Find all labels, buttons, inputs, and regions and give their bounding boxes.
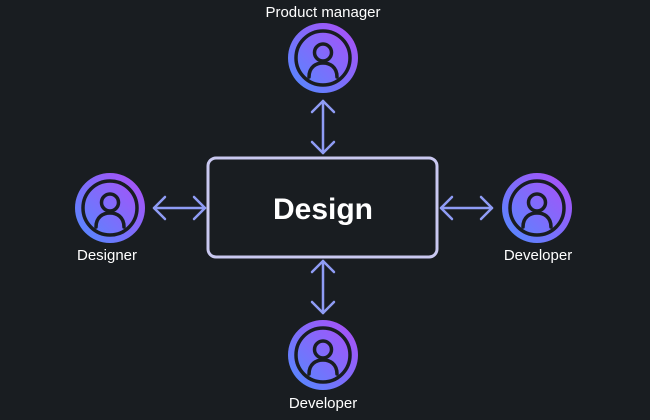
user-avatar-icon: [287, 319, 359, 391]
arrow-right: [439, 195, 494, 221]
arrow-left: [152, 195, 207, 221]
user-avatar-icon: [74, 172, 146, 244]
user-avatar-icon: [501, 172, 573, 244]
person-bottom-label: Developer: [289, 395, 357, 412]
design-label: Design: [273, 193, 373, 226]
arrow-bottom: [310, 259, 336, 315]
person-top-label: Product manager: [265, 4, 380, 21]
person-left: Designer: [74, 172, 146, 264]
person-top: Product manager: [265, 4, 381, 94]
person-bottom: Developer: [287, 319, 359, 412]
design-box: [206, 156, 439, 259]
user-avatar-icon: [287, 22, 359, 94]
person-left-label: Designer: [77, 247, 137, 264]
arrow-top: [310, 99, 336, 155]
design-node: Design: [206, 156, 439, 259]
person-right: Developer: [501, 172, 573, 264]
person-right-label: Developer: [504, 247, 572, 264]
